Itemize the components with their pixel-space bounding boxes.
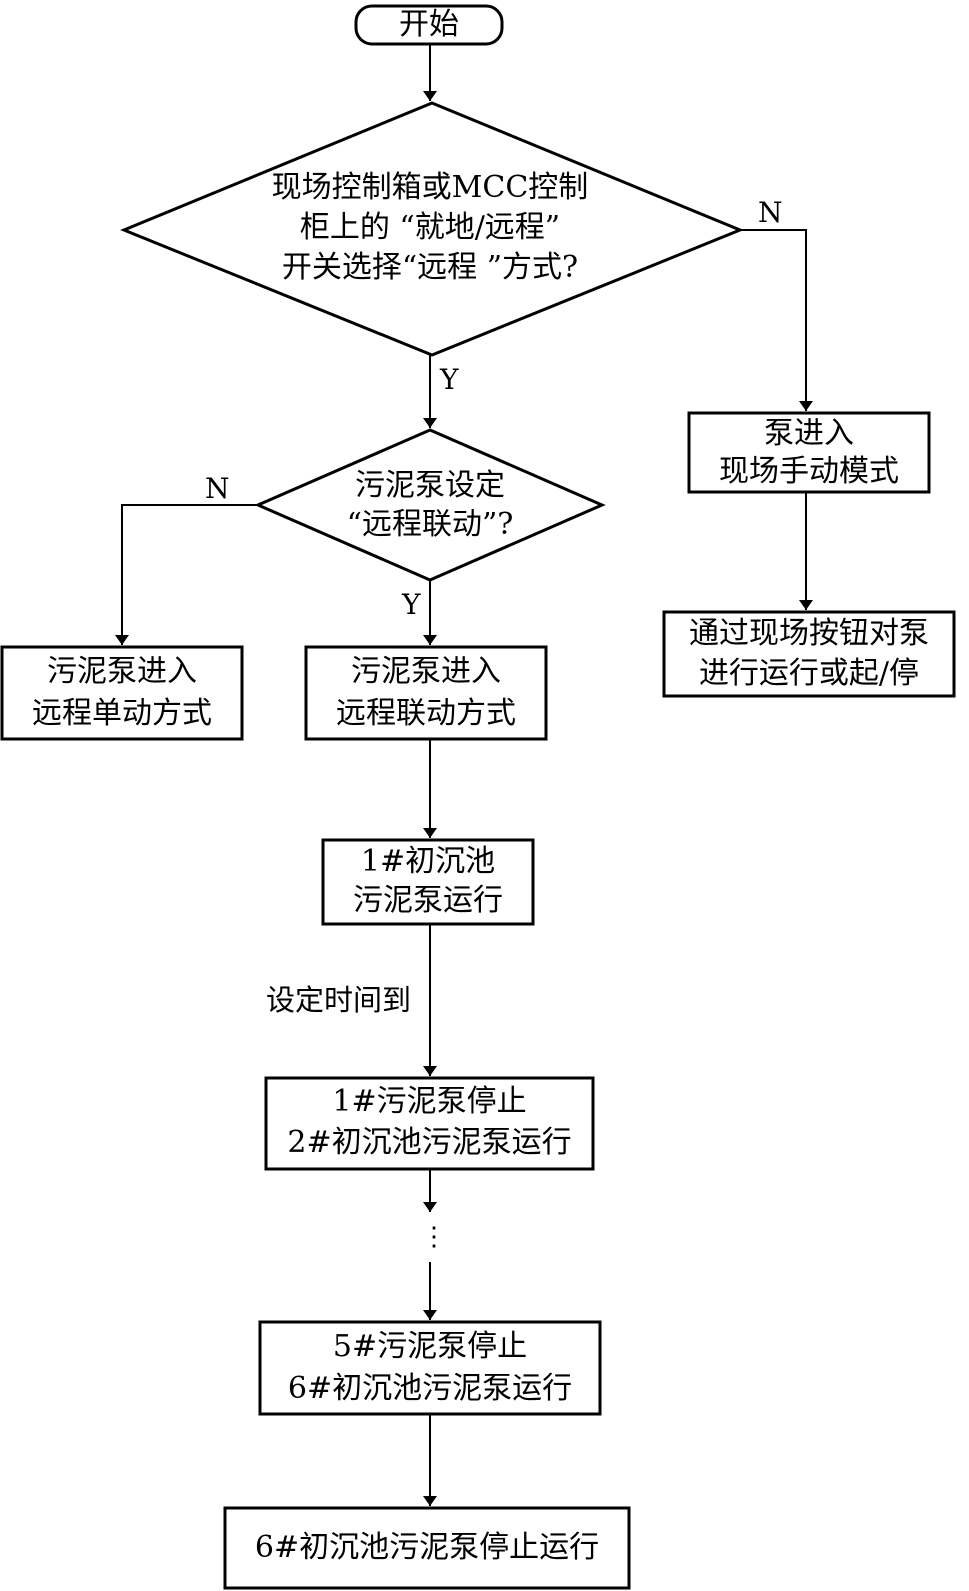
pump-manual-line-1: 泵进入 [764, 416, 854, 451]
end-label: 6#初沉池污泥泵停止运行 [254, 1530, 600, 1565]
decision-mode-line-2: 柜上的 “就地/远程” [299, 210, 561, 245]
decision-mode-diamond [120, 101, 744, 357]
end-box [223, 1506, 631, 1590]
tank1-run-line-2: 污泥泵运行 [353, 883, 503, 918]
remote-single-box [0, 645, 244, 741]
decision-linkage-line-1: 污泥泵设定 [355, 468, 505, 503]
edge-label-no-linkage: N [205, 472, 230, 505]
edge-linkage-no [115, 504, 258, 645]
edge-label-no-mode: N [758, 196, 783, 229]
decision-mode-line-1: 现场控制箱或MCC控制 [271, 170, 589, 205]
step6-line-2: 6#初沉池污泥泵运行 [287, 1371, 573, 1406]
tank1-run-line-1: 1#初沉池 [360, 844, 496, 879]
edge-ellipsis: ⋮ [421, 1222, 447, 1252]
remote-linked-line-2: 远程联动方式 [336, 696, 516, 731]
button-control-box [662, 610, 956, 698]
step2-line-2: 2#初沉池污泥泵运行 [287, 1125, 572, 1160]
remote-single-line-2: 远程单动方式 [32, 696, 212, 731]
edge-label-yes-mode: Y [440, 363, 459, 396]
pump-manual-box [687, 411, 931, 494]
button-control-line-2: 进行运行或起/停 [698, 656, 920, 691]
step2-line-1: 1#污泥泵停止 [332, 1084, 527, 1119]
tank1-run-box [321, 838, 535, 926]
remote-linked-box [304, 645, 548, 741]
edge-label-yes-linkage: Y [402, 588, 421, 621]
pump-manual-line-2: 现场手动模式 [719, 454, 899, 489]
decision-linkage-line-2: “远程联动”? [346, 507, 514, 542]
start-label: 开始 [399, 7, 459, 42]
edge-label-timer: 设定时间到 [266, 983, 412, 1017]
remote-linked-line-1: 污泥泵进入 [351, 654, 501, 689]
edge-decision-no [740, 229, 813, 411]
button-control-line-1: 通过现场按钮对泵 [689, 616, 929, 651]
remote-single-line-1: 污泥泵进入 [47, 654, 197, 689]
decision-mode-line-3: 开关选择“远程 ”方式? [281, 250, 579, 285]
step6-line-1: 5#污泥泵停止 [332, 1329, 528, 1364]
